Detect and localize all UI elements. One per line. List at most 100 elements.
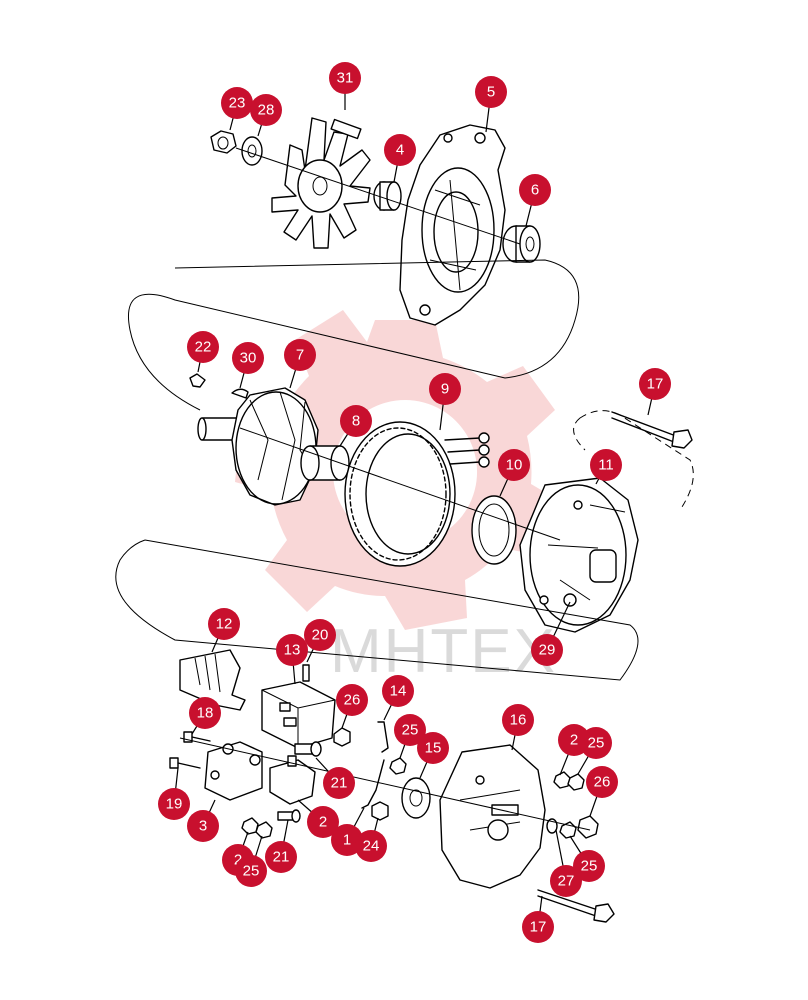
part-nut-25-low xyxy=(559,821,577,839)
callout-30: 30 xyxy=(232,342,264,389)
callout-number: 28 xyxy=(258,102,275,119)
axis-line-middle xyxy=(239,427,561,541)
part-nut-25-b xyxy=(255,821,273,839)
callout-number: 11 xyxy=(598,457,614,474)
callout-badge xyxy=(384,134,416,166)
callout-badge xyxy=(235,855,267,887)
part-component-2 xyxy=(269,755,316,805)
callout-number: 2 xyxy=(319,814,327,831)
callout-31: 31 xyxy=(329,62,361,110)
callout-24: 24 xyxy=(355,817,387,862)
part-bearing-6 xyxy=(502,225,541,263)
callout-badge xyxy=(232,342,264,374)
callout-number: 4 xyxy=(396,142,404,159)
group-outline-middle xyxy=(115,539,639,681)
callout-number: 5 xyxy=(487,84,495,101)
callout-7: 7 xyxy=(284,339,316,389)
callout-badge xyxy=(265,841,297,873)
callout-badge xyxy=(586,766,618,798)
part-washer-28 xyxy=(241,136,263,166)
callout-2: 2 xyxy=(297,799,339,838)
callout-number: 13 xyxy=(284,642,301,659)
part-bolt-17-top xyxy=(611,411,693,449)
part-front-housing-5 xyxy=(399,124,506,326)
callout-13: 13 xyxy=(276,634,308,685)
callout-badge xyxy=(550,865,582,897)
callout-badge xyxy=(355,830,387,862)
part-screw-18 xyxy=(183,731,211,743)
callout-number: 25 xyxy=(402,722,419,739)
callout-number: 20 xyxy=(312,627,329,644)
callout-12: 12 xyxy=(208,608,240,653)
callout-6: 6 xyxy=(519,174,551,227)
callout-badge xyxy=(329,62,361,94)
callout-8: 8 xyxy=(339,405,372,447)
callout-number: 3 xyxy=(199,818,207,835)
part-rotor-7 xyxy=(197,387,319,506)
callout-number: 12 xyxy=(216,616,233,633)
part-screw-19 xyxy=(169,757,201,769)
callout-badge xyxy=(519,174,551,206)
callout-number: 18 xyxy=(197,705,214,722)
callout-badge xyxy=(475,76,507,108)
callout-number: 9 xyxy=(441,381,449,398)
callout-5: 5 xyxy=(475,76,507,133)
part-regulator-13 xyxy=(261,681,336,749)
part-screw-20 xyxy=(302,664,310,682)
callout-25: 25 xyxy=(569,835,605,882)
callout-number: 23 xyxy=(229,95,246,112)
part-nut-25-right xyxy=(553,771,571,789)
callout-badge xyxy=(573,850,605,882)
callout-25: 25 xyxy=(235,835,267,887)
callout-badge xyxy=(639,368,671,400)
callout-18: 18 xyxy=(189,697,221,735)
callout-number: 2 xyxy=(234,852,242,869)
callout-badge xyxy=(307,806,339,838)
callout-badge xyxy=(590,449,622,481)
part-seal-10 xyxy=(471,495,517,565)
callout-number: 19 xyxy=(166,796,183,813)
callout-19: 19 xyxy=(158,767,190,820)
callout-badge xyxy=(284,339,316,371)
part-rear-housing-11 xyxy=(519,477,639,633)
callout-badge xyxy=(498,449,530,481)
callout-21: 21 xyxy=(265,819,297,873)
part-strap-1 xyxy=(361,759,385,809)
callout-badge xyxy=(429,373,461,405)
callout-badge xyxy=(394,714,426,746)
callout-number: 14 xyxy=(390,683,407,700)
callout-1: 1 xyxy=(331,807,365,856)
callout-badge xyxy=(221,87,253,119)
callout-25: 25 xyxy=(394,714,426,759)
callout-badge xyxy=(580,727,612,759)
part-nut-26-right xyxy=(577,815,599,839)
callout-badge xyxy=(502,704,534,736)
group-outline-top xyxy=(128,259,580,411)
part-nut-25-right-b xyxy=(567,773,585,791)
part-fan-31 xyxy=(271,117,371,249)
callout-badge xyxy=(187,810,219,842)
callout-number: 31 xyxy=(337,70,354,87)
callout-badge xyxy=(340,405,372,437)
callout-17: 17 xyxy=(639,368,671,416)
callout-number: 16 xyxy=(510,712,527,729)
axis-line-top xyxy=(235,147,521,245)
callout-27: 27 xyxy=(550,829,582,897)
callout-number: 25 xyxy=(588,735,605,752)
callout-10: 10 xyxy=(498,449,530,497)
callout-number: 24 xyxy=(363,838,380,855)
callout-badge xyxy=(522,911,554,943)
callout-number: 26 xyxy=(344,692,361,709)
callout-23: 23 xyxy=(221,87,253,131)
part-cover-16 xyxy=(439,744,546,889)
callout-number: 1 xyxy=(343,832,351,849)
callout-number: 15 xyxy=(425,740,442,757)
axis-line-bottom xyxy=(179,737,591,831)
callout-29: 29 xyxy=(531,601,571,666)
callout-badge xyxy=(158,788,190,820)
part-stator-9 xyxy=(344,421,490,567)
callout-badge xyxy=(531,634,563,666)
part-brush-holder-3 xyxy=(204,741,263,801)
